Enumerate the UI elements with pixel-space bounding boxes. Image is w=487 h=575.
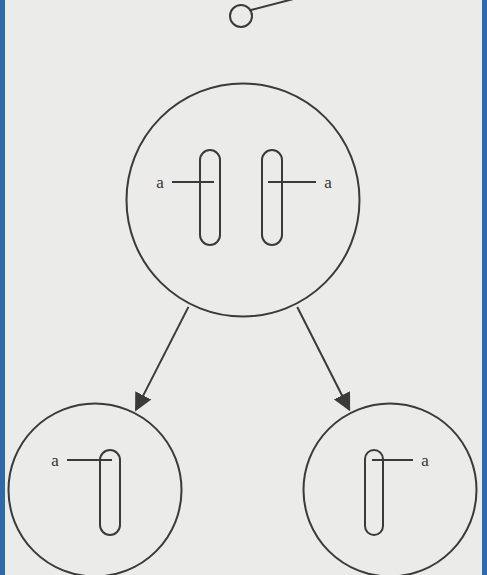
paper-ground <box>5 0 482 575</box>
division-arrow <box>297 307 349 410</box>
division-arrow <box>136 307 189 410</box>
gene-label: a <box>155 174 165 191</box>
chromosome <box>262 150 282 245</box>
cell-circle: a <box>302 402 478 575</box>
gene-label: a <box>420 452 430 469</box>
chromosome <box>200 150 220 245</box>
gene-locus-line <box>172 181 214 183</box>
pointer-line <box>251 0 305 10</box>
gene-label: a <box>50 452 60 469</box>
gene-locus-line <box>372 459 413 461</box>
cell-outline <box>7 402 183 575</box>
cell-outline <box>125 82 361 318</box>
gene-locus-line <box>268 181 316 183</box>
gene-locus-line <box>67 459 112 461</box>
cell-outline <box>302 402 478 575</box>
gene-label: a <box>323 174 333 191</box>
cell-circle: aa <box>125 82 361 318</box>
chromosome <box>365 450 383 535</box>
cell-circle: a <box>7 402 183 575</box>
gamete-circle <box>230 5 252 27</box>
chromosome <box>100 450 120 535</box>
